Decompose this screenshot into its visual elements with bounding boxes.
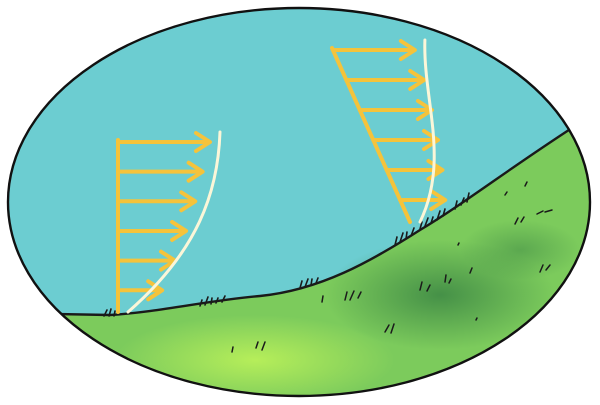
- grass-shadow-small: [460, 220, 580, 280]
